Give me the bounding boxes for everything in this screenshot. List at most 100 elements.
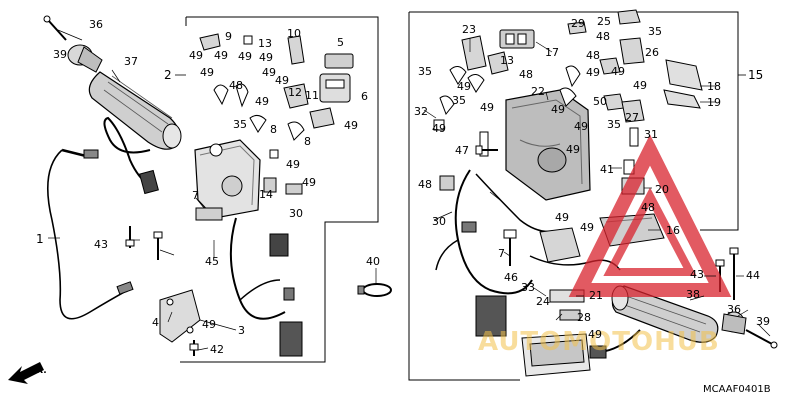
- callout-35-a: 35: [233, 118, 247, 131]
- callout-49-d: 49: [200, 66, 214, 79]
- callout-16: 16: [666, 224, 680, 237]
- callout-labels: 1 2 3 4 5 6 7 7 8 8 9 10 11 12 13 13 14 …: [36, 15, 770, 356]
- bracket-23: [461, 35, 509, 75]
- callout-46: 46: [504, 271, 518, 284]
- callout-39-right: 39: [756, 315, 770, 328]
- callout-43-right: 43: [690, 268, 704, 281]
- callout-35-c: 35: [452, 94, 466, 107]
- callout-39-top: 39: [53, 48, 67, 61]
- callout-7-left: 7: [192, 189, 199, 202]
- callout-44: 44: [746, 269, 760, 282]
- clip-cluster-right: [433, 9, 645, 157]
- callout-49-v: 49: [555, 211, 569, 224]
- grip-wire-left: [103, 116, 159, 195]
- connector-48-right: [439, 175, 455, 191]
- callout-49-b: 49: [214, 49, 228, 62]
- callout-49-p: 49: [551, 103, 565, 116]
- callout-35-b: 35: [418, 65, 432, 78]
- right-group-border: [409, 11, 739, 231]
- callout-26: 26: [645, 46, 659, 59]
- bolt-46: [503, 229, 517, 266]
- plate-18: [665, 59, 703, 91]
- callout-22: 22: [531, 85, 545, 98]
- callout-27: 27: [625, 111, 639, 124]
- heated-grip-left-37: [88, 71, 182, 150]
- callout-41: 41: [600, 163, 614, 176]
- grip-end-weight-36-right: [721, 311, 747, 335]
- callout-43-left: 43: [94, 238, 108, 251]
- callout-49-u: 49: [633, 79, 647, 92]
- callout-49-n: 49: [457, 80, 471, 93]
- callout-36-top: 36: [89, 18, 103, 31]
- watermark-text: AUTOMOTOHUB: [478, 327, 720, 357]
- callout-8-b: 8: [304, 135, 311, 148]
- callout-6: 6: [361, 90, 368, 103]
- callout-49-e: 49: [262, 66, 276, 79]
- callout-30-left: 30: [289, 207, 303, 220]
- callout-25: 25: [597, 15, 611, 28]
- callout-8-a: 8: [270, 123, 277, 136]
- callout-49-r: 49: [566, 143, 580, 156]
- heater-control-unit: [194, 139, 261, 219]
- callout-49-h: 49: [275, 74, 289, 87]
- clip-cluster-left: [199, 33, 335, 195]
- bolt-43-left: [125, 226, 163, 260]
- band-40: [357, 283, 392, 297]
- callout-32: 32: [414, 105, 428, 118]
- callout-49-s: 49: [586, 66, 600, 79]
- callout-24: 24: [536, 295, 550, 308]
- callout-13-right: 13: [500, 54, 514, 67]
- callout-49-x: 49: [588, 328, 602, 341]
- callout-49-q: 49: [574, 120, 588, 133]
- diagram-code: MCAAF0401B: [703, 384, 771, 395]
- callout-49-k: 49: [302, 176, 316, 189]
- cover-22: [505, 89, 591, 201]
- callout-49-f: 49: [259, 51, 273, 64]
- switch-plate-17: [499, 29, 535, 49]
- leader-lines: [48, 29, 771, 351]
- harness-left: [229, 217, 303, 357]
- right-group-border-left: [408, 12, 520, 381]
- front-direction-label: FR.: [30, 366, 47, 376]
- callout-31: 31: [644, 128, 658, 141]
- callout-36-right: 36: [727, 303, 741, 316]
- callout-10: 10: [287, 27, 301, 40]
- callout-48-b: 48: [519, 68, 533, 81]
- callout-48-d: 48: [586, 49, 600, 62]
- left-group-border: [180, 16, 379, 363]
- callout-49-i: 49: [344, 119, 358, 132]
- grip-end-weight-36: [67, 44, 103, 73]
- callout-49-t: 49: [611, 65, 625, 78]
- callout-20: 20: [655, 183, 669, 196]
- callout-37: 37: [124, 55, 138, 68]
- callout-3: 3: [238, 324, 245, 337]
- bracket-4: [159, 289, 201, 343]
- callout-15: 15: [748, 68, 763, 82]
- callout-17: 17: [545, 46, 559, 59]
- bracket-7-left: [195, 207, 223, 221]
- callout-49-g: 49: [255, 95, 269, 108]
- callout-2: 2: [164, 68, 172, 82]
- callout-49-o: 49: [480, 101, 494, 114]
- callout-45: 45: [205, 255, 219, 268]
- harness-right: [435, 169, 561, 337]
- switch-plate-6: [319, 73, 351, 103]
- callout-47: 47: [455, 144, 469, 157]
- callout-12: 12: [288, 86, 302, 99]
- callout-7-right: 7: [498, 247, 505, 260]
- callout-28: 28: [577, 311, 591, 324]
- bolt-44: [729, 247, 739, 300]
- callout-49-w: 49: [580, 221, 594, 234]
- callout-33: 33: [521, 281, 535, 294]
- callout-42: 42: [210, 343, 224, 356]
- callout-38: 38: [686, 288, 700, 301]
- cable-1: [46, 148, 134, 320]
- callout-21: 21: [589, 289, 603, 302]
- callout-49-c: 49: [238, 50, 252, 63]
- callout-49-m: 49: [432, 122, 446, 135]
- callout-9: 9: [225, 30, 232, 43]
- callout-48-e: 48: [641, 201, 655, 214]
- callout-29: 29: [571, 17, 585, 30]
